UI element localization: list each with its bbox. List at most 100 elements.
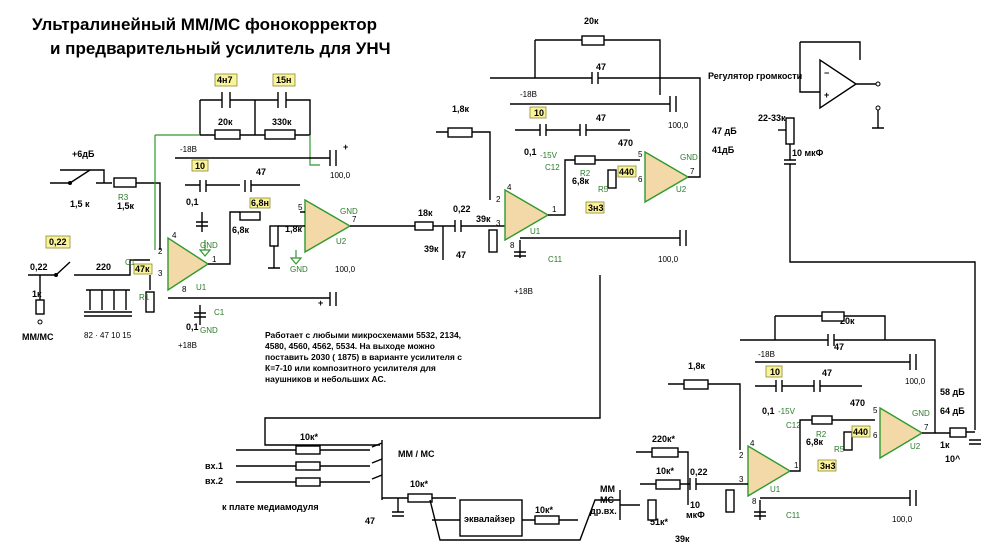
volume-label: Регулятор громкости (708, 71, 802, 81)
r2-s2: R2 (580, 169, 591, 178)
r-6k8: 6,8к (232, 225, 250, 235)
title-line-1: Ультралинейный ММ/МС фонокорректор (32, 15, 377, 34)
r-220k: 220к* (652, 434, 676, 444)
volume-control: Регулятор громкости − + 22-33к 10 мкФ (708, 41, 976, 430)
r-20k: 20к (218, 117, 233, 127)
r-220: 220 (96, 262, 111, 272)
gain-label: +6дБ (72, 149, 95, 159)
mm-label: MM (600, 484, 615, 494)
pin-7-s2: 7 (690, 167, 695, 176)
c12-s3: C12 (786, 421, 801, 430)
r-51k: 51к* (650, 517, 669, 527)
stage2-line-amp: 20к 47 1,8к -18В 100,0 10 47 470 0,1 -15… (436, 16, 737, 296)
pos18-s2: +18В (514, 287, 533, 296)
pin-8: 8 (182, 285, 187, 294)
interstage: 18к 0,22 39к 39к 47 (350, 204, 505, 260)
plus-2: + (318, 298, 323, 308)
pin-5-s2: 5 (638, 150, 643, 159)
u2-s3: U2 (910, 442, 921, 451)
u1-label: U1 (196, 283, 207, 292)
equalizer-label: эквалайзер (464, 514, 516, 524)
m15v-s2: -15V (540, 151, 558, 160)
r5-s3: R5 (834, 445, 845, 454)
c1-label: C1 (125, 258, 136, 267)
c-47-top-s2: 47 (596, 62, 606, 72)
c12-s2: C12 (545, 163, 560, 172)
pos18-label: +18В (178, 341, 197, 350)
c-10-s3: 10 (770, 367, 780, 377)
opamp-u1 (167, 236, 210, 292)
r-10k-c: 10к* (535, 505, 554, 515)
gnd-3: GND (290, 265, 308, 274)
neg18-label: -18В (180, 145, 197, 154)
equalizer-block (459, 499, 523, 537)
c100-a-s3: 100,0 (905, 377, 926, 386)
c-6n8: 6,8н (251, 198, 269, 208)
note-text: Работает с любыми микросхемами 5532, 213… (265, 330, 462, 384)
r-6k8-s3: 6,8к (806, 437, 824, 447)
c-10-s3b: 10 (690, 500, 700, 510)
badge-15n-text: 15н (276, 75, 291, 85)
r-39k-b: 39к (424, 244, 439, 254)
badge-15n (272, 73, 296, 87)
c-022: 0,22 (30, 262, 48, 272)
pin-8-s2: 8 (510, 241, 515, 250)
c-47-s2: 47 (596, 113, 606, 123)
plus-sign: + (824, 90, 829, 100)
u2-label: U2 (336, 237, 347, 246)
u1-s3: U1 (770, 485, 781, 494)
r2-s3: R2 (816, 430, 827, 439)
r-10k-b: 10к* (410, 479, 429, 489)
plus-1: + (343, 142, 348, 152)
r-330k: 330к (272, 117, 292, 127)
r-1k-s3: 1к (940, 440, 950, 450)
gnd-4: GND (200, 326, 218, 335)
r-47k: 47к (135, 264, 150, 274)
pin-2-s3: 2 (739, 451, 744, 460)
c-01-s2: 0,1 (524, 147, 537, 157)
r-10k-s3: 10к* (656, 466, 675, 476)
c10: 10 (195, 161, 205, 171)
input-2-label: вх.2 (205, 476, 223, 486)
gnd-1: GND (200, 241, 218, 250)
r-470-s2: 470 (618, 138, 633, 148)
r1-label: R1 (139, 293, 150, 302)
c11-s3: C11 (786, 511, 801, 520)
badge-4n7 (214, 73, 238, 87)
pin-5-s3: 5 (873, 406, 878, 415)
c100-b: 100,0 (335, 265, 356, 274)
c-022-s3: 0,22 (690, 467, 708, 477)
pin-6-s3: 6 (873, 431, 878, 440)
pin-3: 3 (158, 269, 163, 278)
stage3-mc-amp: 20к 47 1,8к -18В 100,0 10 47 470 0,1 -15… (636, 311, 981, 544)
gain-47db: 47 дБ (712, 126, 737, 136)
r-20k-s3: 20к (840, 316, 855, 326)
c-47-i: 47 (456, 250, 466, 260)
r-10k-in: 10к* (300, 432, 319, 442)
r-1k5: 1,5 к (70, 199, 90, 209)
c-47-in: 47 (365, 516, 375, 526)
title-line-2: и предварительный усилитель для УНЧ (50, 39, 391, 58)
b-440-s2: 440 (619, 167, 634, 177)
c100-b-s2: 100,0 (658, 255, 679, 264)
r-6k8-s2: 6,8к (572, 176, 590, 186)
neg18-s2: -18В (520, 90, 537, 99)
c-10u-s3: 10^ (945, 454, 961, 464)
pin-1: 1 (212, 255, 217, 264)
ci-label: C1 (214, 308, 225, 317)
pin-7-s3: 7 (924, 423, 929, 432)
c100-a: 100,0 (330, 171, 351, 180)
stage1-phono-preamp: +6дБ 1,5 к R3 1,5к 0,22 0,22 220 1к MM/M… (22, 73, 358, 350)
c-01-b: 0,1 (186, 322, 199, 332)
m15v-s3: -15V (778, 407, 796, 416)
c-47-top-s3: 47 (834, 342, 844, 352)
r-1k8-s2: 1,8к (452, 104, 470, 114)
opamp-u1-s3 (747, 444, 792, 498)
c-01-s3: 0,1 (762, 406, 775, 416)
c100-b-s3: 100,0 (892, 515, 913, 524)
c-10-s2: 10 (534, 108, 544, 118)
u1-s2: U1 (530, 227, 541, 236)
gain-41db: 41дБ (712, 145, 735, 155)
media-module-label: к плате медиамодуля (222, 502, 319, 512)
mm-mc-label: MM/MC (22, 332, 54, 342)
